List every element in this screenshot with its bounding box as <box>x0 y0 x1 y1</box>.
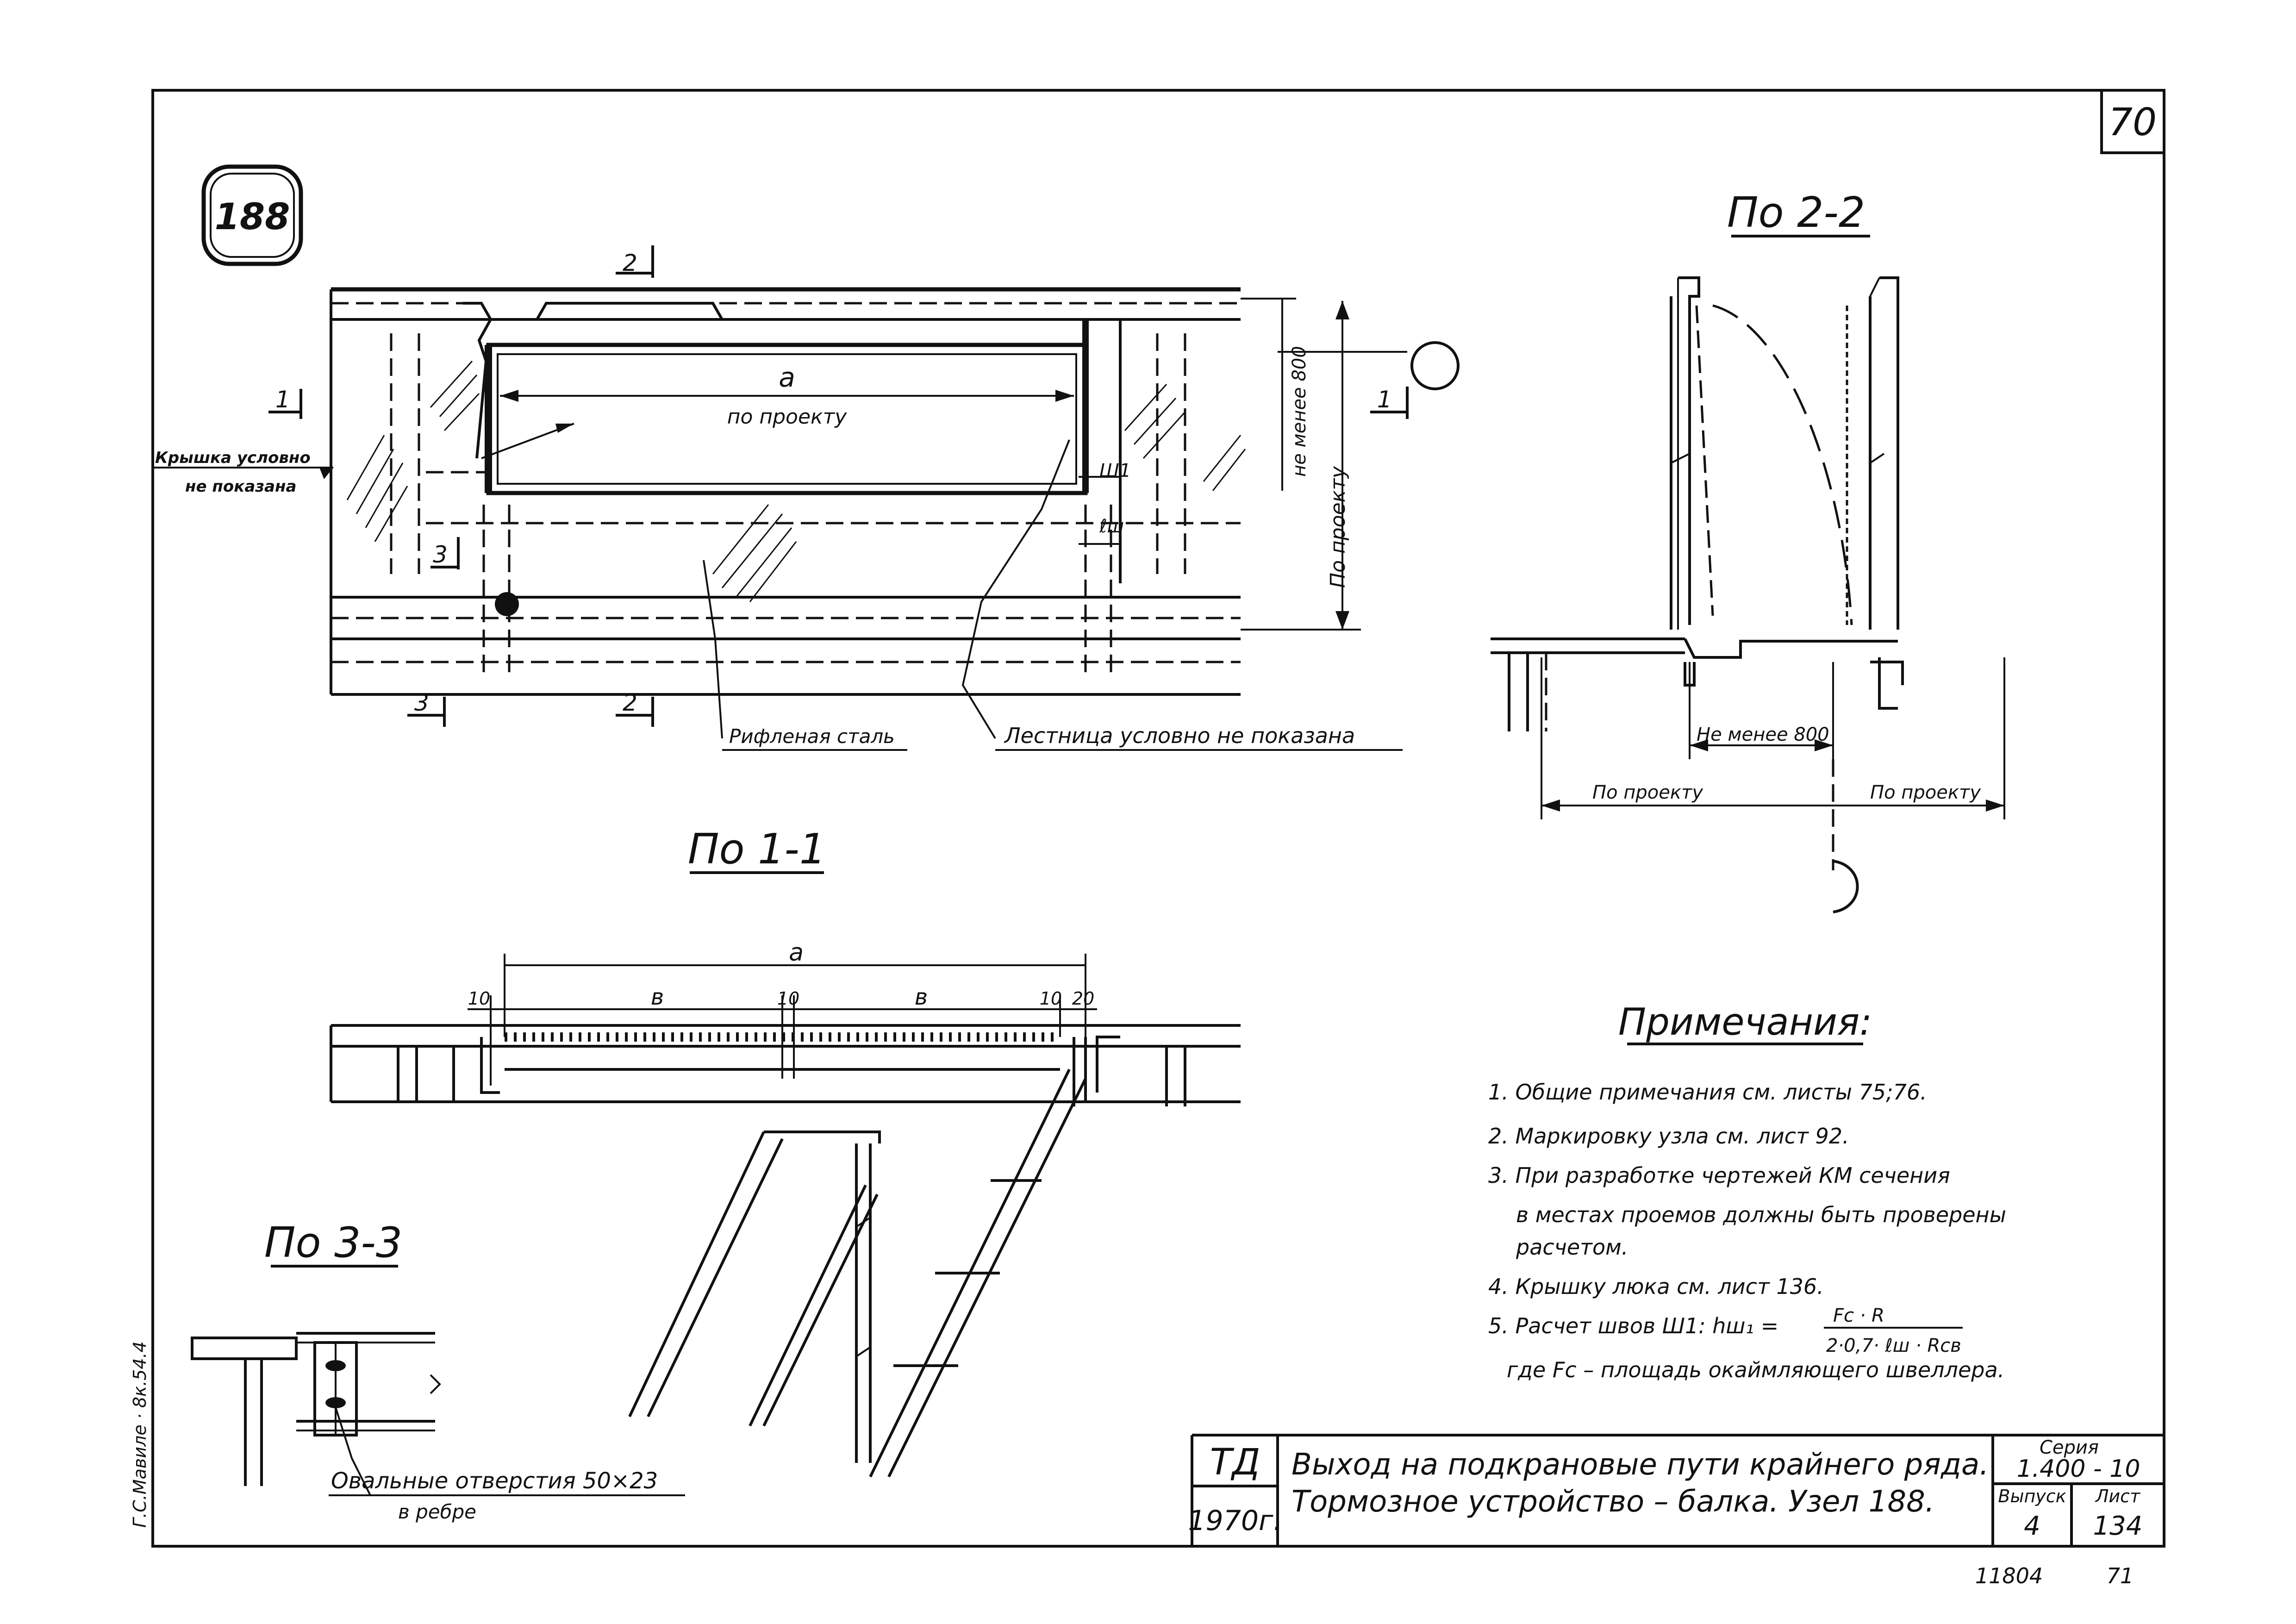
section-3-3 <box>191 1265 685 1496</box>
note-4: 4. Крышку люка см. лист 136. <box>1488 1274 1824 1299</box>
section-2-2-po-proektu-right: По проекту <box>1870 782 1981 803</box>
section-1-1-dim-10-left: 10 <box>468 988 490 1009</box>
note-1: 1. Общие примечания см. листы 75;76. <box>1488 1080 1927 1105</box>
section-1-1-dim-10-mid: 10 <box>777 988 799 1009</box>
page-number: 71 <box>2107 1563 2134 1588</box>
node-number-badge <box>201 164 303 266</box>
section-1-1-dim-10-right: 10 <box>1040 988 1062 1009</box>
sheet-number: 70 <box>2109 100 2157 144</box>
archive-number: 11804 <box>1975 1563 2043 1588</box>
ladder-note-label: Лестница условно не показана <box>1004 723 1355 748</box>
corrugated-steel-label: Рифленая сталь <box>729 725 895 748</box>
note-5-continuation: где Fс – площадь окаймляющего швеллера. <box>1507 1357 2004 1382</box>
title-block <box>1191 1434 2164 1546</box>
section-2-top-label: 2 <box>623 250 637 276</box>
series-caption: Серия <box>2040 1437 2099 1458</box>
section-2-2 <box>1491 235 2005 913</box>
plan-view <box>153 245 1460 751</box>
po-proektu-vertical-label: По проекту <box>1326 466 1350 588</box>
issue-caption: Выпуск <box>1998 1486 2066 1506</box>
min-800-label: не менее 800 <box>1289 346 1310 477</box>
drawing-frame <box>151 89 2165 1548</box>
series-value: 1.400 - 10 <box>2017 1455 2140 1483</box>
section-2-2-po-proektu-left: По проекту <box>1592 782 1703 803</box>
year-label: 1970г. <box>1188 1505 1282 1537</box>
issue-value: 4 <box>2024 1511 2040 1541</box>
note-5: 5. Расчет швов Ш1: hш₁ = <box>1488 1313 1778 1338</box>
oval-holes-sub-label: в ребре <box>398 1500 476 1523</box>
section-1-1-dim-a: a <box>789 939 804 967</box>
section-3-inner-label: 3 <box>433 541 448 568</box>
dim-a-note: по проекту <box>727 405 848 429</box>
note-5-numerator: Fс · R <box>1833 1305 1884 1326</box>
sheet-caption: Лист <box>2095 1486 2141 1506</box>
title-line-1: Выход на подкрановые пути крайнего ряда. <box>1292 1448 1989 1482</box>
section-1-1-title: По 1-1 <box>688 825 826 874</box>
sheet-value: 134 <box>2093 1511 2143 1541</box>
margin-stamp-text: Г.С.Мавиле · 8к.54.4 <box>130 1341 150 1528</box>
cover-note-line1: Крышка условно <box>155 449 311 467</box>
td-label: ТД <box>1210 1442 1260 1483</box>
weld-w1-label: Ш1 <box>1099 460 1131 481</box>
section-2-2-min-800: Не менее 800 <box>1697 724 1829 745</box>
section-1-1-dim-20: 20 <box>1072 988 1094 1009</box>
oval-holes-label: Овальные отверстия 50×23 <box>331 1468 658 1494</box>
notes-title: Примечания: <box>1618 1000 1872 1043</box>
note-5-denominator: 2·0,7· ℓш · Rсв <box>1826 1335 1961 1356</box>
section-1-right-label: 1 <box>1377 386 1392 413</box>
weld-length-label: ℓш <box>1099 516 1124 537</box>
section-1-1-dim-b-left: в <box>651 984 664 1010</box>
section-3-3-title: По 3-3 <box>264 1218 402 1267</box>
note-2: 2. Маркировку узла см. лист 92. <box>1488 1124 1849 1149</box>
section-1-left-label: 1 <box>275 386 290 413</box>
note-3-line2: в местах проемов должны быть проверены <box>1516 1202 2006 1227</box>
title-line-2: Тормозное устройство – балка. Узел 188. <box>1292 1485 1934 1519</box>
section-1-1-dim-b-right: в <box>915 984 928 1010</box>
section-2-bottom-label: 2 <box>623 689 637 716</box>
node-number: 188 <box>215 196 290 238</box>
cover-note-line2: не показана <box>185 477 296 496</box>
section-3-bottom-label: 3 <box>414 689 429 716</box>
section-1-1 <box>330 871 1241 1478</box>
dim-a-label: a <box>779 362 795 393</box>
note-3-line3: расчетом. <box>1516 1235 1628 1260</box>
section-2-2-title: По 2-2 <box>1727 188 1865 237</box>
note-3-line1: 3. При разработке чертежей КМ сечения <box>1488 1163 1950 1188</box>
